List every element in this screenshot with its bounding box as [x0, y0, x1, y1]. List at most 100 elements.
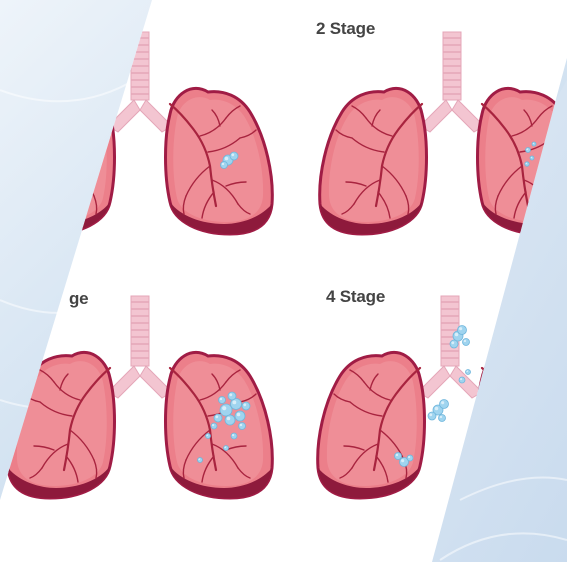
stage-2-left-lung	[320, 88, 427, 234]
stage-4-right-lung-inner	[485, 361, 567, 486]
tumor-nodule-core	[439, 415, 446, 422]
tumor-nodule-highlight	[401, 459, 404, 462]
stage-2-label: 2 Stage	[316, 19, 375, 39]
tumor-nodule-core	[219, 397, 226, 404]
tumor-nodule-highlight	[408, 456, 410, 458]
stage-1-trachea-bronchus-left	[108, 100, 140, 132]
stage-4-right-lung	[478, 352, 567, 498]
tumor-nodule-core	[458, 326, 467, 335]
stage-4-right-lung-outline	[478, 352, 567, 498]
tumor-nodule-highlight	[526, 148, 528, 150]
stage-3-lungs	[8, 296, 273, 498]
stage-4-right-lung-branch	[538, 370, 552, 382]
stage-2-right-lung-branch	[552, 130, 567, 138]
tumor-nodule-highlight	[206, 434, 208, 436]
stage-1-left-lung-branch	[34, 182, 54, 186]
tumor-nodule	[220, 404, 232, 416]
tumor-nodule-core	[459, 377, 465, 383]
tumor-nodule	[225, 415, 235, 425]
tumor-nodule	[530, 156, 534, 160]
stage-4-right-lung-branch	[512, 382, 538, 400]
stage-4-right-lung-branch	[524, 444, 550, 468]
stage-4-right-lung-branch	[524, 374, 532, 390]
stage-1-left-lung-branch	[24, 130, 40, 138]
tumor-nodule-highlight	[464, 340, 466, 342]
tumor-nodule-highlight	[227, 417, 231, 421]
stage-1-left-lung-outline	[8, 88, 115, 234]
tumor-nodule-highlight	[232, 434, 234, 436]
tumor-nodule	[230, 152, 238, 160]
tumor-nodule-highlight	[466, 370, 468, 372]
tumor-nodule	[428, 412, 436, 420]
tumor-nodule-core	[407, 455, 413, 461]
tumor-nodule-highlight	[533, 143, 534, 144]
stage-1-left-lung-branch	[30, 204, 42, 214]
tumor-nodule	[450, 340, 458, 348]
tumor-nodule-highlight	[215, 415, 218, 418]
stage-2-right-lung	[478, 88, 567, 234]
stage-3-left-lung	[8, 352, 115, 498]
tumor-nodule	[526, 148, 531, 153]
tumor-nodule-core	[214, 414, 222, 422]
tumor-nodule-highlight	[220, 398, 222, 400]
tumor-nodule	[219, 397, 226, 404]
stage-4-lungs	[318, 296, 567, 498]
tumor-nodule-core	[532, 142, 536, 146]
tumor-nodule-core	[206, 434, 211, 439]
stage-1-left-lung-branch	[66, 192, 78, 218]
stage-3-right-lung	[166, 352, 273, 498]
stage-3-trachea	[108, 296, 172, 398]
stage-2-trachea	[420, 32, 484, 132]
tumor-nodule-highlight	[441, 401, 444, 404]
tumor-nodule	[239, 423, 246, 430]
tumor-nodule-core	[221, 162, 228, 169]
stage-1-right-lung	[166, 88, 273, 234]
tumor-nodule-core	[239, 423, 246, 430]
tumor-nodule	[231, 433, 237, 439]
tumor-nodule-core	[242, 402, 250, 410]
lung-set	[8, 32, 567, 498]
tumor-nodule-highlight	[225, 157, 229, 161]
tumor-nodule-core	[224, 446, 229, 451]
tumor-nodule-highlight	[440, 416, 442, 418]
tumor-nodule	[211, 423, 217, 429]
stage-4-left-lung	[318, 352, 425, 498]
tumor-nodule-core	[463, 339, 470, 346]
stage-4-right-lung-branch	[498, 430, 522, 460]
tumor-nodule	[395, 453, 402, 460]
tumor-nodule-highlight	[526, 163, 528, 165]
tumor-nodule	[458, 326, 467, 335]
stage-4-right-lung-branch	[550, 468, 562, 478]
tumor-nodule-highlight	[212, 424, 214, 426]
tumor-nodule	[525, 162, 529, 166]
tumor-nodule-core	[225, 415, 235, 425]
stage-3-label: ge	[69, 289, 88, 309]
tumor-nodule-highlight	[396, 454, 398, 456]
stage-1-left-lung-inner	[17, 97, 107, 222]
stage-3-left-lung-inner	[17, 361, 107, 486]
tumor-nodule-highlight	[429, 413, 432, 416]
tumor-nodule	[466, 370, 471, 375]
tumor-nodule-core	[526, 148, 531, 153]
tumor-nodule-core	[235, 411, 245, 421]
tumor-nodule	[228, 392, 236, 400]
stage-1-left-lung-branch	[54, 118, 80, 136]
tumor-nodule	[532, 142, 536, 146]
tumor-nodule-highlight	[459, 327, 462, 330]
tumor-nodule-core	[211, 423, 217, 429]
tumor-nodule-highlight	[231, 153, 234, 156]
stage-4-right-lung-branch	[514, 456, 526, 482]
tumor-nodule	[235, 411, 245, 421]
tumor-nodule-core	[466, 370, 471, 375]
stage-2-lungs	[320, 32, 567, 234]
stage-1-left-lung-branch	[40, 106, 54, 118]
tumor-nodule	[221, 162, 228, 169]
tumor-nodule-core	[530, 156, 534, 160]
tumor-nodule	[463, 339, 470, 346]
stage-1-left-lung-branch	[60, 110, 68, 126]
tumor-nodule-highlight	[460, 378, 462, 380]
stage-1-left-lung	[8, 88, 115, 234]
tumor-nodule-highlight	[451, 341, 454, 344]
